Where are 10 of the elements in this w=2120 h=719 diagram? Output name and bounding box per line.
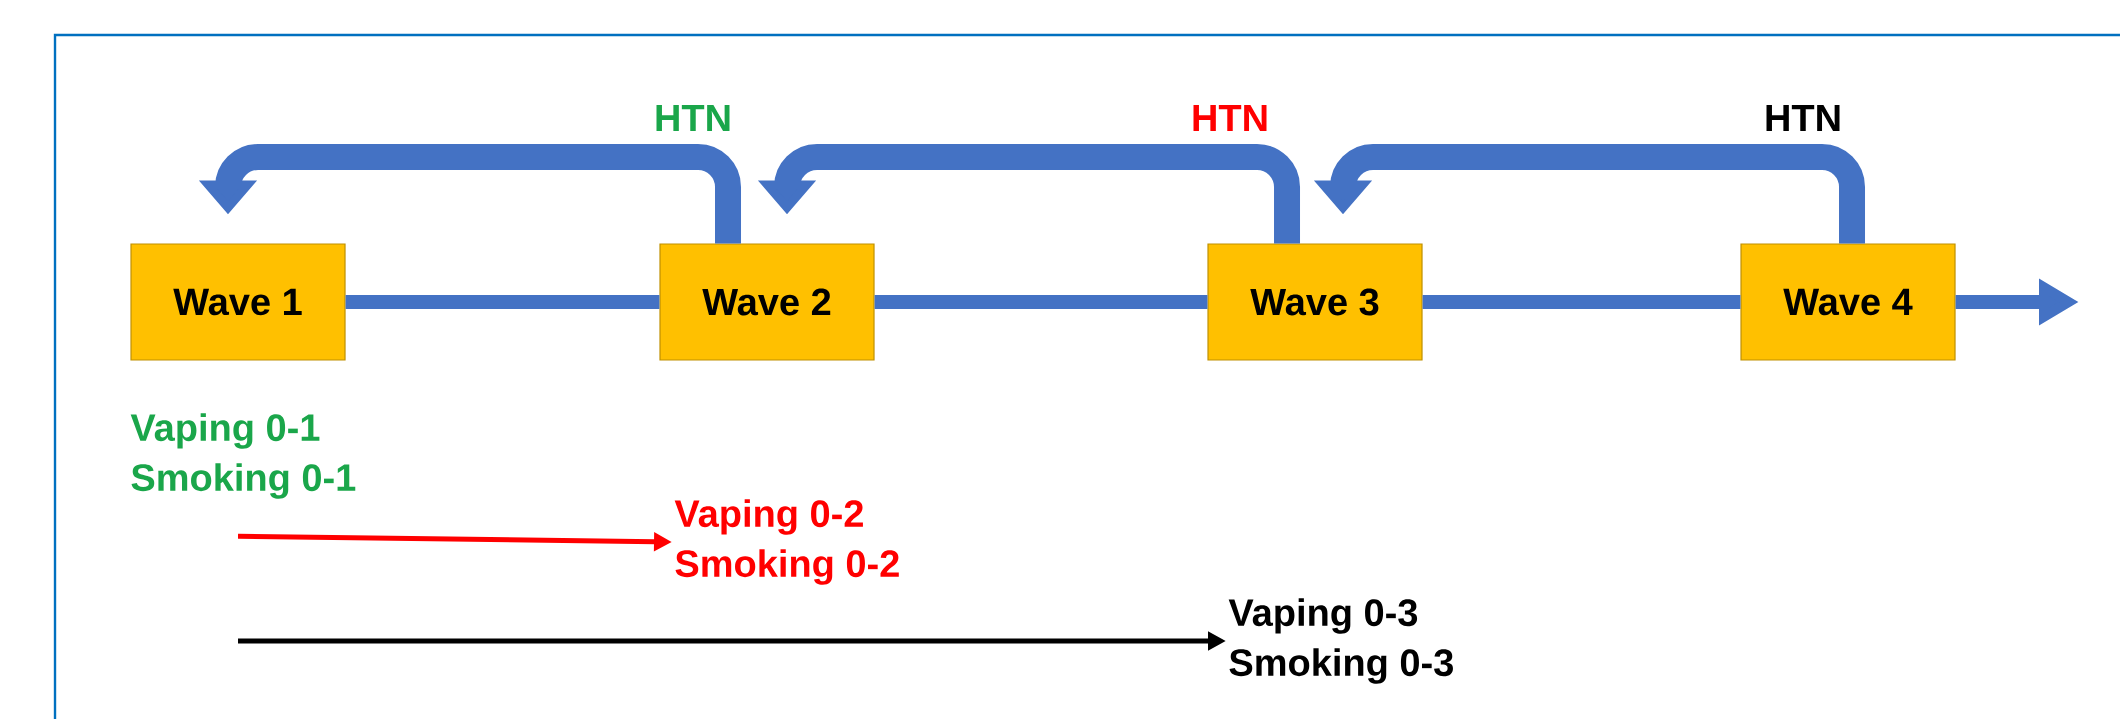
period-label: Vaping 0-1 Smoking 0-1 [130, 413, 356, 499]
wave-box: Wave 1 [130, 243, 346, 361]
wave-box: Wave 4 [1740, 243, 1956, 361]
wave-box: Wave 2 [659, 243, 875, 361]
period-label: Vaping 0-2 Smoking 0-2 [674, 499, 899, 585]
period-label: Vaping 0-3 Smoking 0-3 [1228, 598, 1453, 684]
edge-label: HTN [651, 102, 735, 134]
edge-label: HTN [1188, 102, 1272, 134]
edge-label: HTN [1761, 102, 1845, 134]
wave-box: Wave 3 [1207, 243, 1423, 361]
